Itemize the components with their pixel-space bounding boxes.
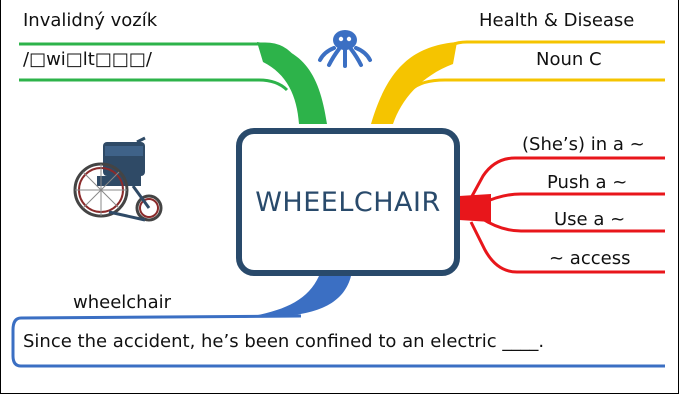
octopus-logo-icon <box>320 30 370 66</box>
yellow-branch-trunk <box>371 42 457 124</box>
translation-label: Invalidný vozík <box>23 12 157 30</box>
yellow-branch-line-2 <box>411 80 665 90</box>
collocation-access: ~ access <box>549 250 630 268</box>
green-branch-line-2 <box>19 80 287 90</box>
green-branch-trunk <box>257 42 327 124</box>
collocation-push-a: Push a ~ <box>547 174 627 192</box>
center-word-box: WHEELCHAIR <box>236 128 460 276</box>
topic-label: Health & Disease <box>479 12 634 30</box>
word-class-label: Noun C <box>536 51 602 69</box>
blue-branch-line-top <box>21 316 301 318</box>
red-branch-trunk <box>459 194 491 222</box>
collocation-use-a: Use a ~ <box>554 211 625 229</box>
blue-branch-trunk <box>241 276 351 318</box>
red-branch-line-2 <box>481 194 665 204</box>
collocation-in-a: (She’s) in a ~ <box>522 136 645 154</box>
wheelchair-image <box>75 138 161 220</box>
example-sentence: Since the accident, he’s been confined t… <box>23 333 544 351</box>
pronunciation-label: /□wi□lt□□□/ <box>23 51 152 69</box>
center-word: WHEELCHAIR <box>255 187 441 218</box>
bottom-word-label: wheelchair <box>73 294 171 312</box>
blue-bracket <box>13 318 21 366</box>
